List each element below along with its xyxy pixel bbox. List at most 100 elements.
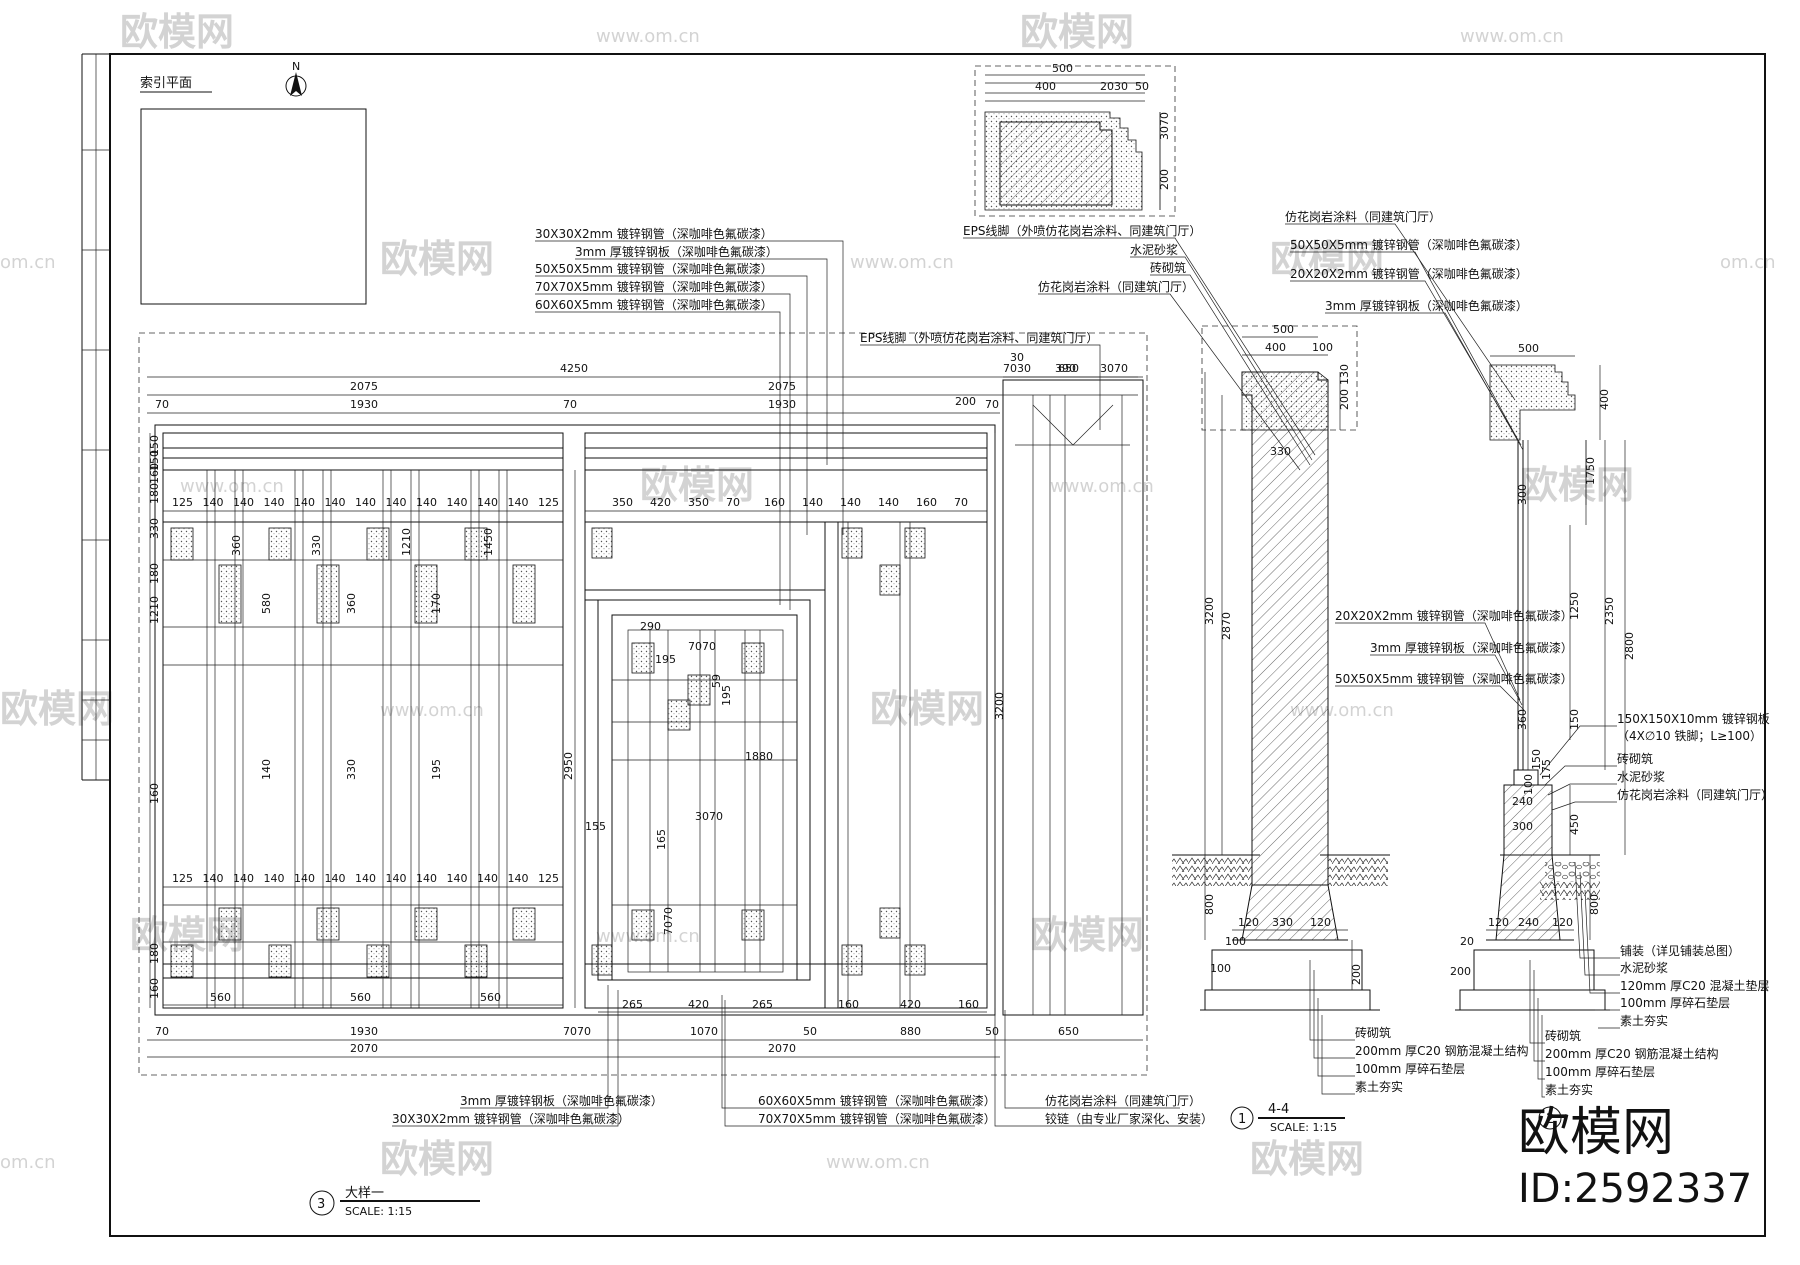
dimension-text: 160	[764, 496, 785, 509]
decor-panel	[366, 944, 390, 978]
decor-panel	[218, 907, 242, 941]
svg-text:70X70X5mm 镀锌钢管（深咖啡色氟碳漆）: 70X70X5mm 镀锌钢管（深咖啡色氟碳漆）	[758, 1111, 996, 1126]
watermark-url: www.om.cn	[180, 476, 284, 497]
svg-text:仿花岗岩涂料（同建筑门厅）: 仿花岗岩涂料（同建筑门厅）	[1038, 279, 1194, 294]
dimension-text: 140	[386, 496, 407, 509]
watermark-url: om.cn	[1720, 252, 1776, 273]
svg-text:素土夯实: 素土夯实	[1355, 1079, 1403, 1094]
decor-panel	[879, 907, 901, 939]
decor-panel	[591, 944, 613, 976]
dimension-text: 140	[416, 872, 437, 885]
svg-text:SCALE: 1:15: SCALE: 1:15	[1270, 1121, 1337, 1134]
section-2	[1455, 364, 1610, 1011]
svg-text:3mm 厚镀锌钢板（深咖啡色氟碳漆）: 3mm 厚镀锌钢板（深咖啡色氟碳漆）	[1325, 298, 1528, 313]
dimension-text: 140	[508, 496, 529, 509]
dimension-text: 100	[1312, 341, 1333, 354]
dimension-text: 180	[148, 943, 161, 964]
callout-tube-30: 30X30X2mm 镀锌钢管（深咖啡色氟碳漆）	[535, 226, 773, 241]
dimension-text: 130	[1338, 364, 1351, 385]
svg-text:仿花岗岩涂料（同建筑门厅）: 仿花岗岩涂料（同建筑门厅）	[1617, 787, 1773, 802]
north-arrow-icon: N	[285, 60, 307, 97]
svg-text:砖砌筑: 砖砌筑	[1545, 1028, 1581, 1043]
svg-text:100mm 厚碎石垫层: 100mm 厚碎石垫层	[1355, 1061, 1465, 1076]
dimension-text: 20	[1460, 935, 1474, 948]
watermark-url: om.cn	[0, 1152, 56, 1173]
dimension-text: 140	[355, 872, 376, 885]
decor-panel	[414, 907, 438, 941]
dimension-text: 2070	[768, 1042, 796, 1055]
dimension-text: 200	[1158, 169, 1171, 190]
watermark-brand: 欧模网	[1030, 913, 1144, 957]
dimension-text: 140	[477, 496, 498, 509]
svg-text:3: 3	[317, 1197, 325, 1212]
dimension-text: 150	[148, 435, 161, 456]
dimension-text: 330	[1272, 916, 1293, 929]
watermark-brand: 欧模网	[120, 10, 234, 54]
decor-panel	[591, 527, 613, 559]
svg-text:水泥砂浆: 水泥砂浆	[1617, 769, 1665, 784]
dimension-text: 390	[1055, 362, 1076, 375]
dimension-text: 125	[538, 872, 559, 885]
decor-panel	[741, 642, 765, 674]
dimension-text: 150	[148, 450, 161, 471]
dimension-text: 1250	[1568, 592, 1581, 620]
dimension-text: 180	[148, 483, 161, 504]
dimension-text: 265	[622, 998, 643, 1011]
svg-text:砖砌筑: 砖砌筑	[1617, 751, 1653, 766]
dimension-text: 420	[900, 998, 921, 1011]
dimension-text: 140	[203, 496, 224, 509]
dimension-text: 160	[916, 496, 937, 509]
dimension-text: 200	[1350, 964, 1363, 985]
dimension-text: 175	[1540, 759, 1553, 780]
dimension-text: 1210	[400, 528, 413, 556]
svg-text:铰链（由专业厂家深化、安装）: 铰链（由专业厂家深化、安装）	[1045, 1111, 1213, 1126]
dimension-text: 120	[1310, 916, 1331, 929]
dimension-text: 100	[1522, 774, 1535, 795]
svg-text:60X60X5mm 镀锌钢管（深咖啡色氟碳漆）: 60X60X5mm 镀锌钢管（深咖啡色氟碳漆）	[758, 1093, 996, 1108]
dimension-text: 70	[985, 398, 999, 411]
svg-text:100mm 厚碎石垫层: 100mm 厚碎石垫层	[1620, 995, 1730, 1010]
dimension-text: 70	[155, 398, 169, 411]
dimension-text: 1930	[350, 1025, 378, 1038]
dimension-text: 140	[203, 872, 224, 885]
dimension-text: 400	[1265, 341, 1286, 354]
callout-eps-foot: EPS线脚（外喷仿花岗岩涂料、同建筑门厅）	[860, 330, 1098, 345]
svg-text:砖砌筑: 砖砌筑	[1150, 260, 1186, 275]
dimension-text: 650	[1058, 1025, 1079, 1038]
dimension-text: 330	[148, 518, 161, 539]
dimension-text: 160	[148, 783, 161, 804]
watermark-brand: 欧模网	[1270, 237, 1384, 281]
svg-text:EPS线脚（外喷仿花岗岩涂料、同建筑门厅）: EPS线脚（外喷仿花岗岩涂料、同建筑门厅）	[963, 223, 1201, 238]
dimension-text: 140	[416, 496, 437, 509]
dimension-text: 3070	[1158, 112, 1171, 140]
dimension-text: 140	[878, 496, 899, 509]
dimension-text: 400	[1598, 389, 1611, 410]
decor-panel	[414, 564, 438, 624]
dimension-text: 120	[1552, 916, 1573, 929]
svg-text:100mm 厚碎石垫层: 100mm 厚碎石垫层	[1545, 1064, 1655, 1079]
dimension-text: 3200	[1203, 597, 1216, 625]
dimension-text: 100	[1225, 935, 1246, 948]
side-title-strip	[81, 53, 110, 781]
decor-panel	[316, 564, 340, 624]
elevation-callouts-bottom: 3mm 厚镀锌钢板（深咖啡色氟碳漆） 30X30X2mm 镀锌钢管（深咖啡色氟碳…	[392, 905, 1213, 1127]
watermark-url: www.om.cn	[1050, 476, 1154, 497]
dimension-text: 500	[1518, 342, 1539, 355]
svg-text:N: N	[292, 60, 300, 73]
decor-panel	[366, 527, 390, 561]
decor-panel	[218, 564, 242, 624]
decor-panel	[741, 909, 765, 941]
dimension-text: 290	[640, 620, 661, 633]
dimension-text: 3070	[695, 810, 723, 823]
dimension-text: 150	[1530, 749, 1543, 770]
watermark-id: ID:2592337	[1518, 1166, 1752, 1212]
dimension-text: 560	[210, 991, 231, 1004]
dimension-text: 140	[264, 872, 285, 885]
watermark-logo: 欧模网 ID:2592337	[1518, 1103, 1752, 1212]
decor-panel	[667, 699, 691, 731]
index-plan: 索引平面 N	[140, 60, 367, 305]
dimension-text: 3070	[1100, 362, 1128, 375]
decor-panel	[170, 527, 194, 561]
